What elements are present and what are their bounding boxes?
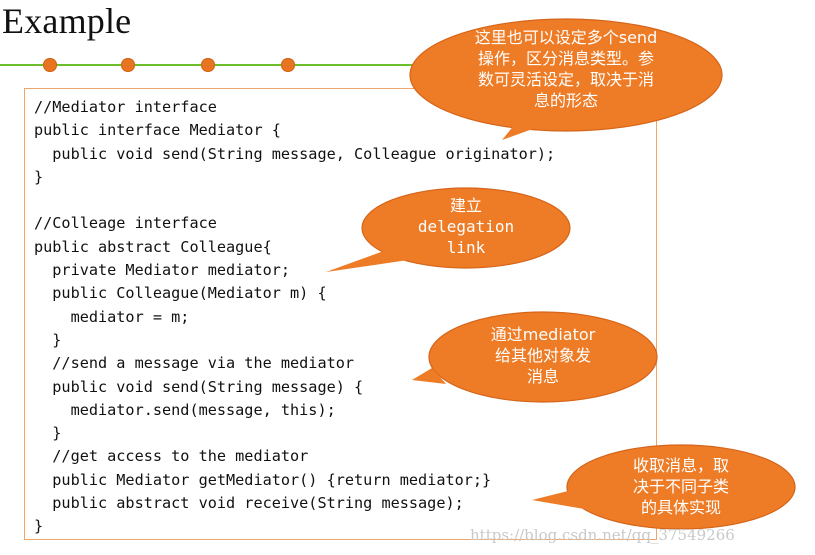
callout-line: link: [446, 238, 486, 257]
callout-line: 这里也可以设定多个send: [474, 28, 658, 47]
callout-send-types: 这里也可以设定多个send 操作，区分消息类型。参 数可灵活设定，取决于消 息的…: [436, 27, 696, 111]
code-line: private Mediator mediator;: [34, 261, 291, 280]
code-line: public abstract void receive(String mess…: [34, 494, 464, 513]
callout-line: 给其他对象发: [494, 346, 591, 365]
code-line: public void send(String message, Colleag…: [34, 144, 556, 163]
callout-line: 息的形态: [533, 91, 598, 110]
callout-line: 操作，区分消息类型。参: [477, 49, 654, 68]
callout-delegation-tail: [326, 248, 422, 272]
code-line: public Mediator getMediator() {return me…: [34, 470, 492, 489]
callout-receive-shape: [566, 444, 796, 530]
callout-receive: 收取消息，取 决于不同子类 的具体实现: [606, 455, 756, 518]
code-line: }: [34, 330, 62, 349]
code-line: mediator.send(message, this);: [34, 400, 336, 419]
callout-line: 决于不同子类: [632, 477, 729, 496]
code-line: //Mediator interface: [34, 98, 217, 116]
callout-via-mediator-tail: [412, 368, 446, 384]
code-line: public void send(String message) {: [34, 377, 364, 396]
bullet-dot: [281, 58, 295, 72]
bullet-dot: [43, 58, 57, 72]
code-line: public abstract Colleague{: [34, 237, 272, 256]
callout-line: 建立: [449, 196, 482, 215]
callout-via-mediator: 通过mediator 给其他对象发 消息: [463, 324, 623, 387]
code-line: }: [34, 167, 44, 186]
slide-title: Example: [2, 1, 132, 41]
title-rule: [0, 64, 430, 66]
watermark: https://blog.csdn.net/qq_37549266: [470, 526, 735, 544]
callout-line: 收取消息，取: [632, 456, 729, 475]
code-line: //send a message via the mediator: [34, 354, 355, 373]
callout-line: 通过mediator: [490, 325, 596, 344]
callout-send-types-shape: [409, 18, 723, 132]
code-block: //Mediator interface public interface Me…: [34, 96, 555, 539]
bullet-dot: [201, 58, 215, 72]
callout-line: delegation: [417, 217, 515, 236]
code-line: public Colleague(Mediator m) {: [34, 284, 327, 303]
callout-via-mediator-shape: [428, 311, 658, 403]
code-line: }: [34, 517, 44, 536]
code-line: //Colleage interface: [34, 214, 217, 233]
code-line: //get access to the mediator: [34, 447, 309, 466]
callout-line: 消息: [526, 367, 559, 386]
callout-send-types-tail: [502, 118, 552, 140]
callout-line: 数可灵活设定，取决于消: [477, 70, 654, 89]
code-line: }: [34, 424, 62, 443]
bullet-dot: [121, 58, 135, 72]
callout-line: 的具体实现: [640, 498, 721, 517]
code-line: mediator = m;: [34, 307, 190, 326]
code-line: public interface Mediator {: [34, 121, 281, 140]
callout-delegation-shape: [361, 187, 571, 269]
callout-delegation: 建立 delegation link: [396, 195, 536, 258]
callout-receive-tail: [532, 488, 590, 510]
